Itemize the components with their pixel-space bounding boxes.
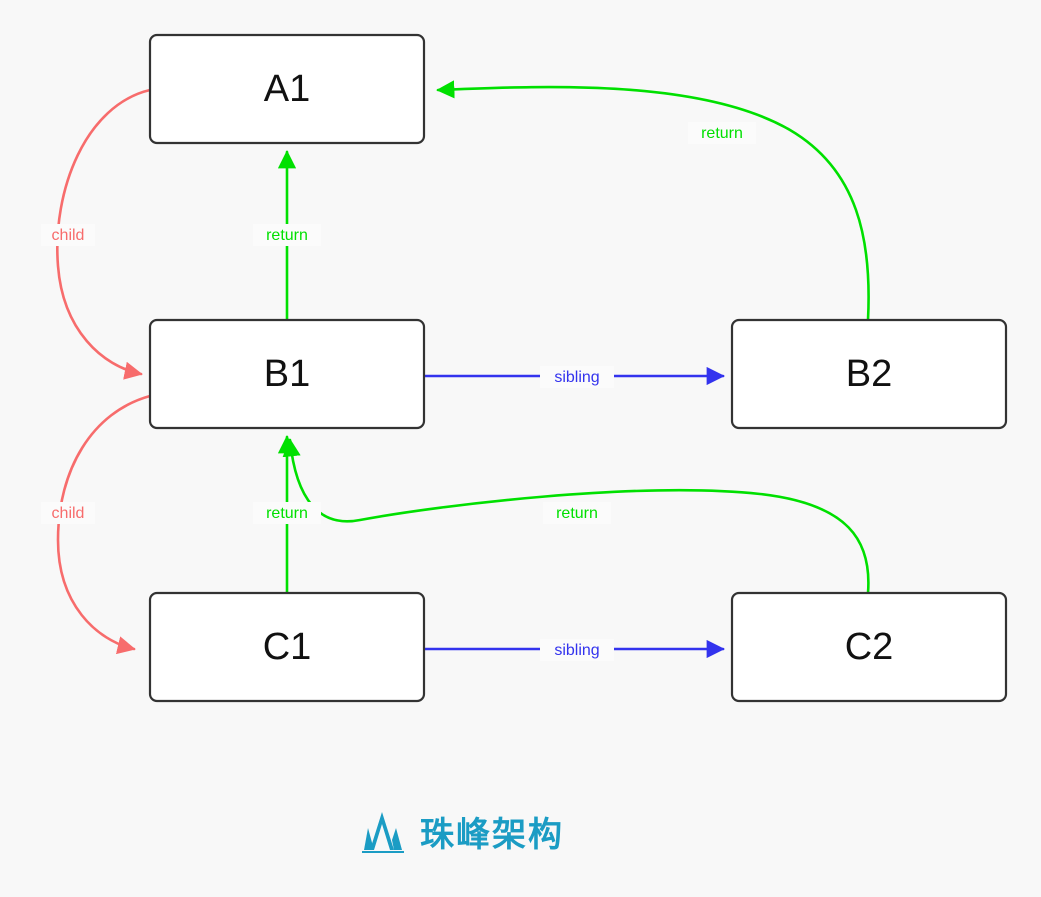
edge-label-b1-a1-return: return [253, 224, 321, 246]
edge-label-b1-c1-child: child [41, 502, 95, 524]
edge-label-c1-b1-return: return [253, 502, 321, 524]
edge-label-text: return [266, 227, 308, 244]
edge-label-text: return [266, 505, 308, 522]
node-b1-box[interactable] [148, 318, 426, 430]
node-c1[interactable]: C1 [148, 591, 426, 703]
edge-b2-a1-return[interactable] [436, 80, 870, 322]
edge-label-c1-c2-sibling: sibling [540, 639, 614, 661]
edge-label-text: sibling [554, 369, 599, 386]
node-c1-label: C1 [263, 626, 312, 668]
edge-label-text: return [556, 505, 598, 522]
node-b2-box[interactable] [730, 318, 1008, 430]
node-a1-label: A1 [264, 68, 310, 110]
edge-b1-c1-child[interactable] [56, 394, 152, 655]
node-a1[interactable]: A1 [148, 33, 426, 145]
edge-label-b1-b2-sibling: sibling [540, 366, 614, 388]
node-b1[interactable]: B1 [148, 318, 426, 430]
node-c2-label: C2 [845, 626, 894, 668]
edge-label-text: sibling [554, 642, 599, 659]
edge-a1-b1-child[interactable] [56, 88, 152, 380]
node-c2[interactable]: C2 [730, 591, 1008, 703]
edge-label-b2-a1-return: return [688, 122, 756, 144]
edge-label-text: child [52, 227, 85, 244]
mountain-peak-icon [360, 810, 406, 859]
edge-c2-b1-return[interactable] [282, 438, 870, 595]
node-c2-box[interactable] [730, 591, 1008, 703]
watermark: 珠峰架构 [360, 810, 564, 859]
watermark-text: 珠峰架构 [420, 814, 564, 855]
edge-label-c2-b1-return: return [543, 502, 611, 524]
node-b1-label: B1 [264, 353, 310, 395]
node-c1-box[interactable] [148, 591, 426, 703]
edge-label-text: child [52, 505, 85, 522]
nodes-layer: A1 B1 B2 C1 C2 [148, 33, 1008, 703]
node-b2[interactable]: B2 [730, 318, 1008, 430]
edge-labels-layer: child child return return return return [41, 122, 756, 661]
node-a1-box[interactable] [148, 33, 426, 145]
edge-label-text: return [701, 125, 743, 142]
node-b2-label: B2 [846, 353, 892, 395]
edge-label-a1-b1-child: child [41, 224, 95, 246]
